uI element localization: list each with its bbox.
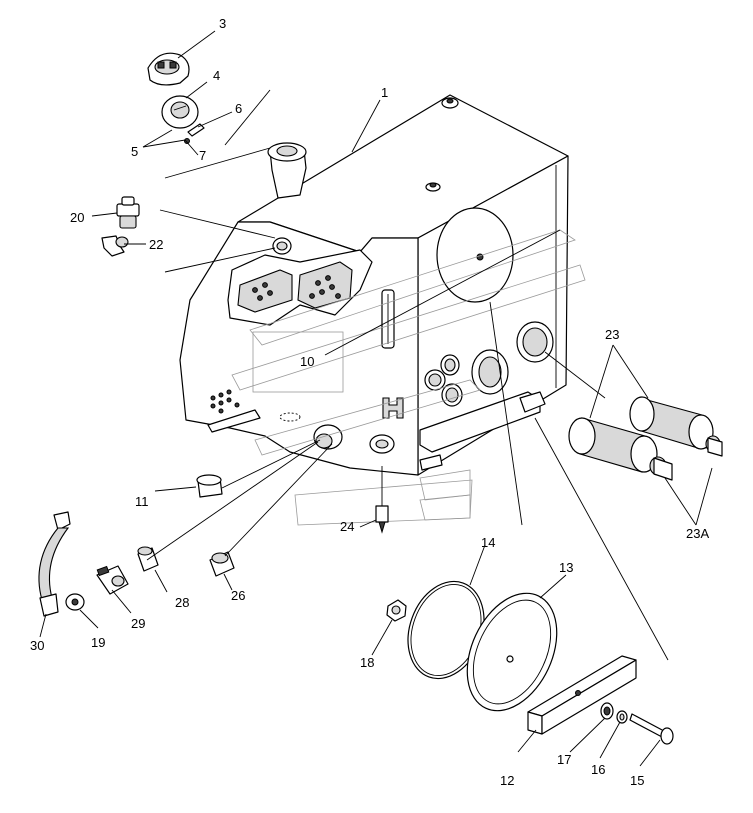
nut-part-18: [386, 599, 407, 622]
callout-7: 7: [199, 148, 206, 163]
callout-26: 26: [231, 588, 245, 603]
callout-24: 24: [340, 519, 354, 534]
elbow-part-22: [101, 235, 129, 257]
washer-part-16: [616, 710, 628, 724]
callout-18: 18: [360, 655, 374, 670]
callout-5: 5: [131, 144, 138, 159]
callout-19: 19: [91, 635, 105, 650]
valve-part-29: [96, 565, 129, 595]
callout-1: 1: [381, 85, 388, 100]
callout-3: 3: [219, 16, 226, 31]
callout-6: 6: [235, 101, 242, 116]
callout-10: 10: [300, 354, 314, 369]
callout-12: 12: [500, 773, 514, 788]
screw-part-6-7: [184, 123, 205, 144]
filter-element-part-23-lower: [568, 417, 673, 481]
callout-30: 30: [30, 638, 44, 653]
callout-23a: 23A: [686, 526, 709, 541]
callout-22: 22: [149, 237, 163, 252]
washer-part-17: [600, 702, 614, 720]
callout-14: 14: [481, 535, 495, 550]
bracket-holes: [252, 275, 341, 301]
callout-20: 20: [70, 210, 84, 225]
callout-11: 11: [135, 494, 149, 509]
filter-element-part-23-upper: [629, 396, 723, 457]
callout-29: 29: [131, 616, 145, 631]
clamp-bar-part-12: [527, 655, 637, 735]
filter-housing-on-tank: [267, 142, 307, 199]
bolt-part-15: [629, 713, 674, 745]
callout-15: 15: [630, 773, 644, 788]
callout-4: 4: [213, 68, 220, 83]
tank-vent-holes: [210, 389, 240, 414]
cover-plate-part-13: [466, 592, 558, 712]
callout-16: 16: [591, 762, 605, 777]
fitting-part-20: [116, 196, 140, 229]
fitting-part-26: [209, 551, 235, 577]
callout-13: 13: [559, 560, 573, 575]
strainer-part-4: [161, 95, 199, 129]
callout-17: 17: [557, 752, 571, 767]
hose-part-30: [38, 511, 71, 617]
callout-28: 28: [175, 595, 189, 610]
leader-lines: [39, 30, 713, 767]
hydraulic-tank: [179, 94, 586, 526]
filler-cap-part-3: [147, 52, 190, 86]
callout-labels: 1 3 4 5 6 7 10 11 12 13 14 15 16 17 18 1…: [30, 16, 709, 788]
callout-23: 23: [605, 327, 619, 342]
plug-part-11: [196, 474, 223, 498]
adapter-part-19: [65, 593, 85, 611]
sensor-part-24: [375, 488, 389, 534]
